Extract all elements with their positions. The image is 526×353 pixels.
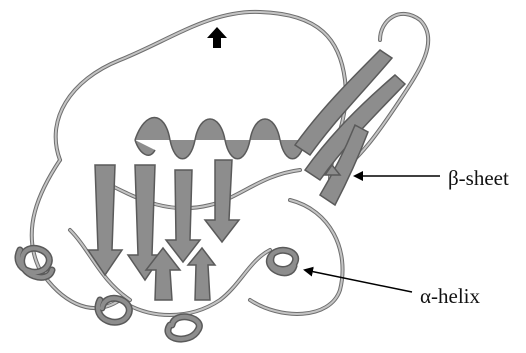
upward-arrow-icon — [207, 27, 227, 48]
top-alpha-helix — [135, 118, 305, 159]
alpha-helix-label: α-helix — [420, 284, 480, 309]
beta-sheet-label: β-sheet — [448, 166, 509, 191]
right-beta-sheet — [295, 50, 405, 205]
alpha-helix-pointer-arrow — [305, 270, 412, 292]
beta-strands-center — [88, 160, 239, 300]
